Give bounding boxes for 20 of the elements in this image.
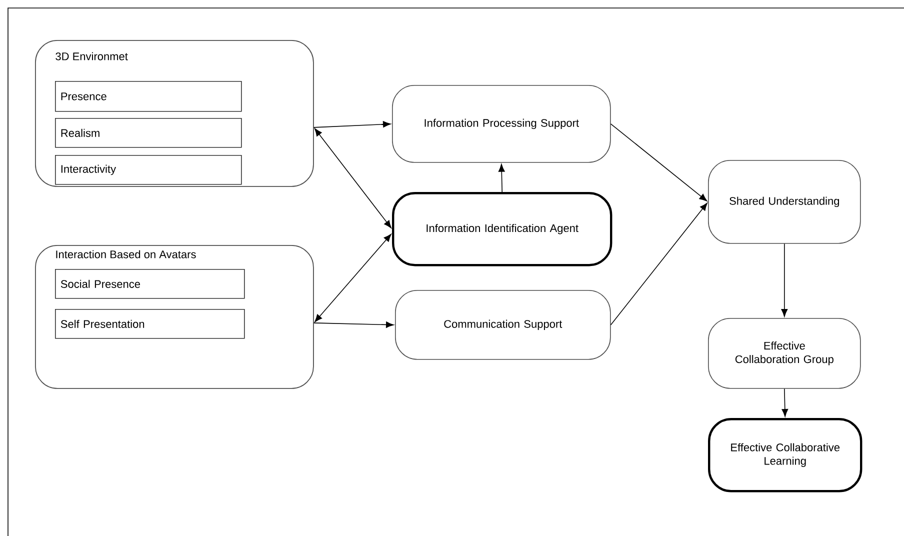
arrow — [782, 388, 788, 417]
arrow — [610, 124, 708, 202]
arrow — [610, 202, 708, 326]
rounded-box: Effective Collaborative Learning — [708, 418, 862, 492]
arrow — [314, 121, 391, 128]
factor-box: Self Presentation — [55, 309, 245, 339]
rounded-box: Communication Support — [395, 290, 611, 360]
rounded-box: Shared Understanding — [708, 160, 861, 244]
arrow — [314, 322, 394, 328]
rounded-box: Effective Collaboration Group — [708, 318, 861, 389]
factor-box: Presence — [55, 81, 242, 112]
factor-box: Social Presence — [55, 269, 245, 299]
arrow — [781, 243, 788, 317]
factor-box: Realism — [55, 118, 242, 148]
arrow — [498, 164, 505, 192]
arrow — [314, 128, 392, 228]
rounded-box: Information Processing Support — [392, 85, 611, 163]
factor-box: Interactivity — [55, 155, 242, 185]
rounded-box: Information Identification Agent — [392, 192, 612, 266]
arrow — [314, 234, 392, 322]
